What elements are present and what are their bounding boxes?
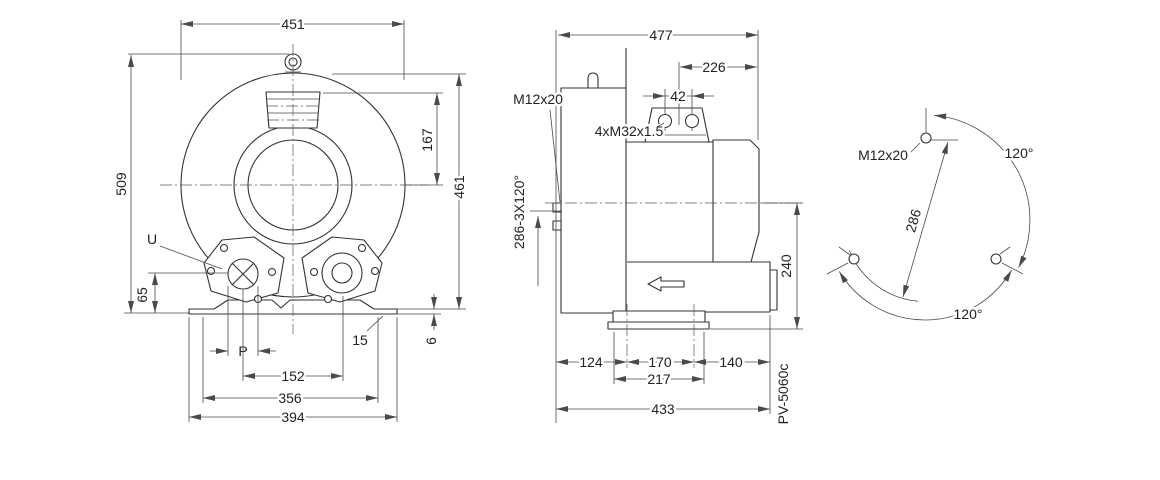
silencer-end-flange bbox=[770, 269, 778, 311]
angle-bottom-label: 120° bbox=[954, 306, 983, 322]
bolt-hole bbox=[848, 253, 860, 265]
dim-65-label: 65 bbox=[134, 287, 150, 303]
dim-6-label: 6 bbox=[423, 337, 439, 345]
lifting-lug bbox=[587, 72, 599, 88]
dim-226-label: 226 bbox=[702, 59, 726, 75]
dim-140-label: 140 bbox=[719, 354, 743, 370]
cable-gland-label: 4xM32x1.5 bbox=[595, 123, 664, 139]
dim-451-label: 451 bbox=[281, 16, 305, 32]
dim-240-label: 240 bbox=[778, 254, 794, 278]
dim-152-label: 152 bbox=[281, 368, 305, 384]
dim-167-label: 167 bbox=[419, 128, 435, 152]
dim-433-label: 433 bbox=[651, 401, 675, 417]
flow-arrow-icon bbox=[647, 276, 685, 292]
motor bbox=[712, 139, 760, 263]
bolt-hole bbox=[920, 132, 932, 144]
flange-thread-label: M12x20 bbox=[513, 91, 563, 107]
dim-356-label: 356 bbox=[278, 390, 302, 406]
dim-42-label: 42 bbox=[670, 88, 686, 104]
dim-509-label: 509 bbox=[113, 172, 129, 196]
silencer bbox=[627, 261, 771, 313]
foot-plate-lower bbox=[607, 321, 710, 330]
dim-170-label: 170 bbox=[648, 354, 672, 370]
flange-thread-label-2: M12x20 bbox=[858, 147, 908, 163]
dim-477-label: 477 bbox=[649, 27, 673, 43]
fan-cover bbox=[560, 87, 626, 314]
flange-view: 286 M12x20 120° 120° bbox=[826, 108, 1036, 325]
model-label: PV-5060c bbox=[775, 364, 791, 425]
flange-lug-bottom bbox=[552, 220, 562, 231]
bend-15-label: 15 bbox=[352, 332, 368, 348]
cable-gland-hole bbox=[684, 113, 700, 129]
side-view: 477 226 42 M12x20 4xM32x1.5 286-3X120° 2… bbox=[509, 25, 803, 427]
angle-right-label: 120° bbox=[1005, 145, 1034, 161]
bolt-circle-note-label: 286-3X120° bbox=[511, 175, 527, 249]
dim-124-label: 124 bbox=[579, 354, 603, 370]
front-view: 451 509 167 461 65 U P 152 356 394 15 bbox=[111, 14, 470, 428]
bolt-hole bbox=[990, 253, 1002, 265]
dim-217-label: 217 bbox=[647, 371, 671, 387]
dim-394-label: 394 bbox=[281, 409, 305, 425]
port-u-label: U bbox=[147, 231, 157, 247]
flange-lug-top bbox=[552, 202, 562, 213]
dim-286-label: 286 bbox=[902, 207, 924, 234]
dim-461-label: 461 bbox=[451, 175, 467, 199]
